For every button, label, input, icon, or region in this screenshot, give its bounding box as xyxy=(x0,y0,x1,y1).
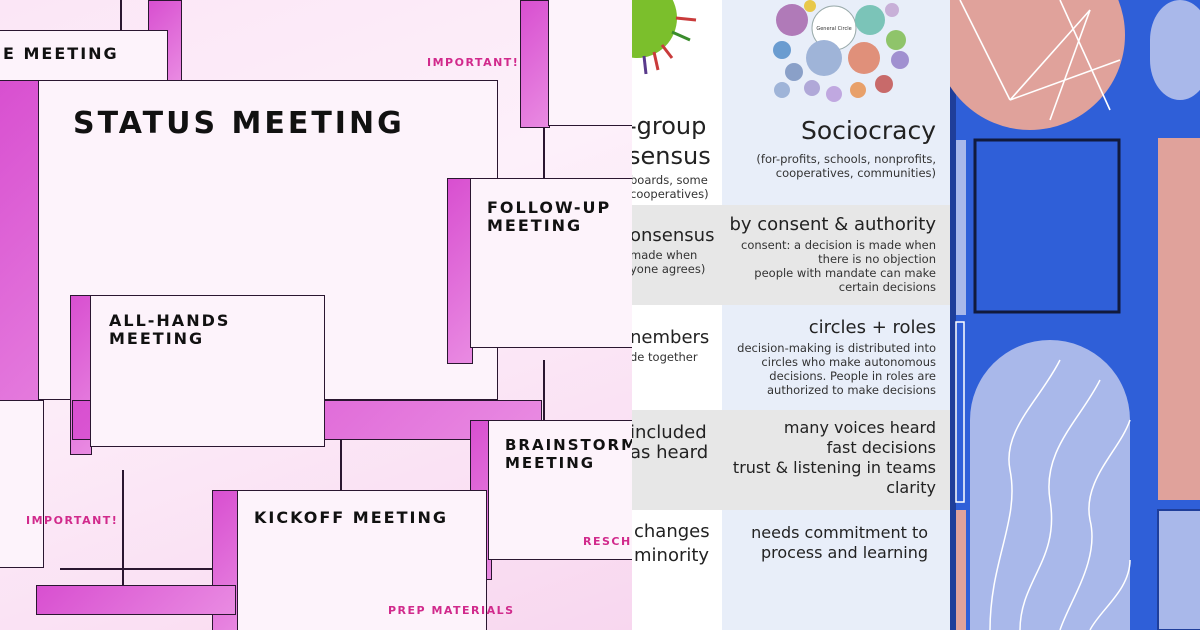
sociocracy-subtitle-2: cooperatives, communities) xyxy=(775,166,936,180)
sociocracy-row3-line-3: trust & listening in teams xyxy=(732,458,936,477)
sociocracy-row3-line-1: many voices heard xyxy=(783,418,936,437)
sociocracy-row1-head: by consent & authority xyxy=(729,214,936,235)
sociocracy-row2-sub-1: decision-making is distributed into xyxy=(737,341,936,355)
connector-line xyxy=(340,440,342,500)
consensus-row2-head: nembers xyxy=(632,327,710,348)
abstract-pattern-graphic xyxy=(950,0,1200,630)
consensus-title-2: sensus xyxy=(632,142,711,170)
sociocracy-row1-sub-2: there is no objection xyxy=(818,252,936,266)
sociocracy-row2-sub-4: authorized to make decisions xyxy=(767,383,936,397)
status-meeting-lower xyxy=(0,400,44,568)
connector-line xyxy=(60,568,220,570)
all-hands-label-1: ALL-HANDS xyxy=(109,311,231,330)
consensus-row1-head: onsensus xyxy=(632,225,715,246)
kickoff-connector xyxy=(36,585,236,615)
sociocracy-title: Sociocracy xyxy=(800,116,936,145)
kickoff-label: KICKOFF MEETING xyxy=(254,508,448,527)
connector-line xyxy=(122,470,124,600)
sociocracy-column-bg xyxy=(722,0,950,630)
top-right-box xyxy=(548,0,632,126)
follow-up-meeting-box: FOLLOW-UP MEETING xyxy=(470,178,632,348)
top-right-box-side xyxy=(520,0,550,128)
all-hands-meeting-box: ALL-HANDS MEETING xyxy=(90,295,325,447)
follow-up-label-2: MEETING xyxy=(487,216,583,235)
reschedule-tag: RESCHE xyxy=(583,535,632,548)
partial-meeting-box: E MEETING xyxy=(0,30,168,82)
consensus-subtitle-1: boards, some xyxy=(632,173,708,187)
table-row-band xyxy=(632,410,950,510)
general-circle-label: General Circle xyxy=(816,26,851,32)
brainstorm-label-1: BRAINSTORM xyxy=(505,436,632,454)
sociocracy-row3-line-4: clarity xyxy=(886,478,936,497)
brainstorm-label-2: MEETING xyxy=(505,454,596,472)
follow-up-label-1: FOLLOW-UP xyxy=(487,198,612,217)
green-diagram-icon xyxy=(632,0,697,75)
consensus-subtitle-2: cooperatives) xyxy=(632,187,709,201)
consensus-row4-head-2: minority xyxy=(634,545,710,566)
sociocracy-row1-sub-1: consent: a decision is made when xyxy=(741,238,936,252)
connector-line xyxy=(120,0,122,30)
table-row-band xyxy=(632,205,950,305)
kickoff-meeting-box: KICKOFF MEETING xyxy=(237,490,487,630)
comparison-table-panel: General Circle -group sensus boards, som… xyxy=(632,0,950,630)
abstract-shapes-panel xyxy=(950,0,1200,630)
status-meeting-title: STATUS MEETING xyxy=(73,106,405,141)
sociocracy-row1-sub-4: certain decisions xyxy=(838,280,936,294)
consensus-row2-sub: de together xyxy=(632,350,698,364)
sociocracy-row4-line-2: process and learning xyxy=(760,543,928,562)
partial-meeting-label: E MEETING xyxy=(3,44,119,63)
important-tag-top: IMPORTANT! xyxy=(427,56,520,69)
sociocracy-row1-sub-3: people with mandate can make xyxy=(754,266,936,280)
sociocracy-circles-diagram: General Circle xyxy=(773,0,909,102)
consensus-row4-head-1: changes xyxy=(634,521,710,542)
sociocracy-row2-head: circles + roles xyxy=(808,317,936,338)
connector-line xyxy=(543,360,545,420)
meeting-collage-panel: E MEETING STATUS MEETING FOLLOW-UP MEETI… xyxy=(0,0,632,630)
consensus-row3-head-1: included xyxy=(632,422,707,443)
consensus-row1-sub-2: yone agrees) xyxy=(632,262,706,276)
prep-materials-tag: PREP MATERIALS xyxy=(388,604,515,617)
sociocracy-row4-line-1: needs commitment to xyxy=(751,523,928,542)
sociocracy-row2-sub-2: circles who make autonomous xyxy=(761,355,936,369)
brainstorm-meeting-box: BRAINSTORM MEETING xyxy=(488,420,632,560)
important-tag-bottom: IMPORTANT! xyxy=(26,514,119,527)
sociocracy-subtitle-1: (for-profits, schools, nonprofits, xyxy=(756,152,936,166)
consensus-row1-sub-1: made when xyxy=(632,248,698,262)
consensus-title-1: -group xyxy=(632,112,707,140)
all-hands-label-2: MEETING xyxy=(109,329,205,348)
sociocracy-row3-line-2: fast decisions xyxy=(826,438,936,457)
sociocracy-row2-sub-3: decisions. People in roles are xyxy=(769,369,936,383)
connector-line xyxy=(543,120,545,190)
consensus-row3-head-2: as heard xyxy=(632,442,709,463)
